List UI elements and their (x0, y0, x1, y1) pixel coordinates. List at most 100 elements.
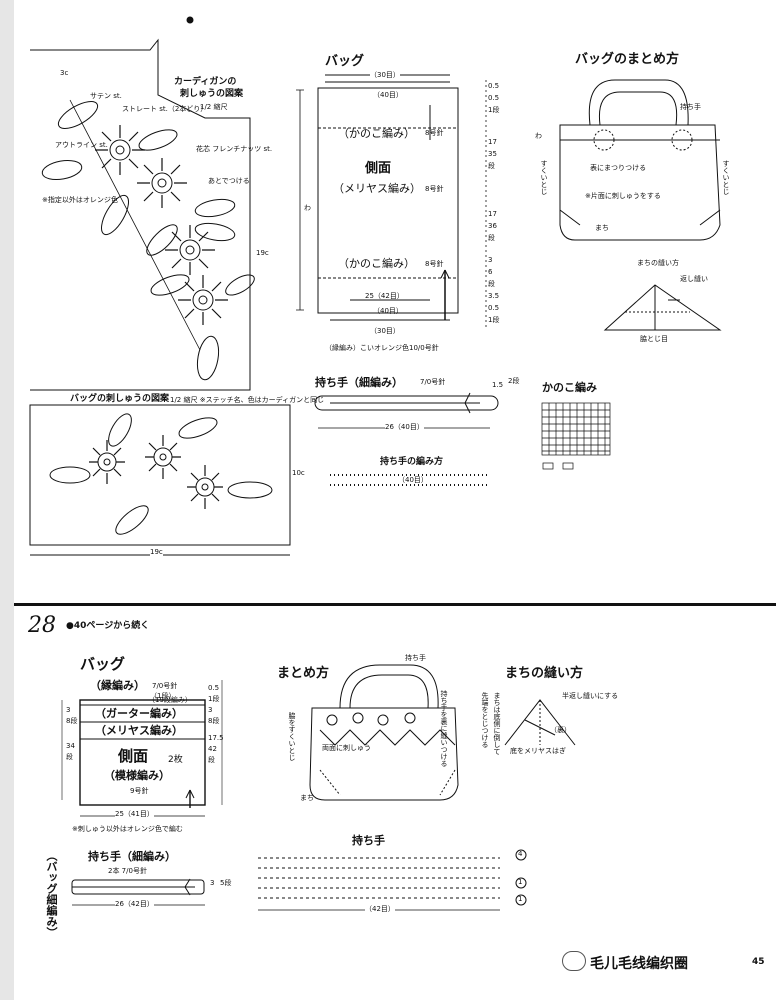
bag-section2: （かのこ編み） (338, 257, 415, 270)
flower-petals (95, 125, 228, 325)
handle-bottom-title: 持ち手（細編み） (88, 850, 176, 863)
cardigan-title-2: 刺しゅうの図案 (180, 89, 244, 99)
handle-diagram-title: 持ち手の編み方 (380, 457, 444, 467)
assembly-bottom-right: 持ち手を裏に縫いつける (440, 690, 448, 767)
bag-garter: （ガーター編み） (95, 707, 183, 720)
machi-note1: 返し縫い (680, 275, 708, 283)
bag-embroidery-frame (29, 404, 291, 546)
wechat-icon (562, 951, 586, 971)
machi-bottom-note3: 半返し縫いにする (562, 692, 619, 700)
bag-main: 側面 (365, 161, 392, 176)
handle-bottom-dim1: 3 (210, 879, 215, 887)
assembly-bottom-mid: 両面に刺しゅう (322, 744, 371, 752)
bag-second-width: （40目） (373, 91, 403, 99)
bag-count: 2枚 (168, 755, 183, 765)
page-number: 28 (28, 613, 56, 638)
bag-edge-rows: （1段） (150, 692, 176, 700)
bag-embroidery-title: バッグの刺しゅうの図案 (70, 394, 170, 404)
bag-title: バッグ (325, 54, 365, 69)
machi-bottom-note5: 底をメリヤスはぎ (510, 747, 566, 755)
bag-embroidery-note: 1/2 縮尺 ※ステッチ名、色はカーディガンと同じ (170, 396, 325, 404)
cardigan-scale: 1/2 縮尺 (200, 103, 228, 111)
bag-main-sub: （メリヤス編み） (333, 182, 421, 195)
machi-bottom-note1: まちは底側に倒して (493, 692, 501, 755)
bag-section2-needle: 8号針 (425, 260, 444, 268)
label-outline: アウトライン st. (55, 141, 108, 149)
assembly-bottom-left: 脇をすくいとじ (288, 712, 296, 761)
bag-section1: （かのこ編み） (338, 127, 415, 140)
bag-edge-needle: 7/0号針 (152, 682, 178, 690)
bag-garter-rows: （19段編み） (148, 696, 192, 704)
kanoko-grid (541, 402, 611, 470)
bag-yarn-note: （縁編み）こいオレンジ色10/0号針 (325, 344, 439, 352)
bag-main-bottom: 側面 (118, 747, 149, 765)
handle-diagram-w: （40目） (398, 476, 428, 484)
bag-bottom-w2: （30目） (370, 327, 400, 335)
marker-2: 1 (518, 878, 523, 886)
handle-bottom-dim2: 5段 (220, 879, 232, 887)
bag-embroidery-dim-bottom: 19c (150, 548, 163, 556)
bag-section1-needle: 8号針 (425, 129, 444, 137)
label-straight: ストレート st.（2本どり） (122, 105, 208, 113)
assembly-wa: わ (535, 132, 542, 140)
handle-chart-bottom (258, 849, 527, 911)
bag-wa: わ (304, 204, 311, 212)
assembly-handle: 持ち手 (680, 103, 701, 111)
handle-dim-w: 26（40目） (385, 423, 424, 431)
cardigan-title-1: カーディガンの (174, 77, 237, 87)
page-gutter (0, 0, 14, 1000)
label-satin: サテン st. (90, 92, 122, 100)
bag-diagram-top (296, 74, 487, 330)
bag-meriyasu: （メリヤス編み） (95, 724, 183, 737)
page-corner: 45 (752, 957, 765, 967)
machi-title-top: まちの縫い方 (637, 259, 679, 267)
assembly-left-note: すくいとじ (540, 160, 548, 195)
handle-dim-h: 1.5 (492, 381, 504, 389)
bag-bottom-title: バッグ (80, 655, 126, 673)
handle-chart-title: 持ち手 (352, 834, 385, 847)
watermark-text: 毛儿毛线编织圈 (590, 956, 688, 972)
assembly-right-note: すくいとじ (722, 160, 730, 195)
bag-note-bottom: ※刺しゅう以外はオレンジ色で編む (72, 825, 183, 833)
bag-bottom-w1: （40目） (373, 307, 403, 315)
bag-main-needle: 8号針 (425, 185, 444, 193)
machi-bottom-title: まちの縫い方 (505, 666, 584, 681)
dim-3c: 3c (60, 69, 69, 77)
handle-dim-rows: 2段 (508, 377, 520, 385)
kanoko-title: かのこ編み (542, 381, 597, 394)
machi-note2: 脇とじ目 (640, 335, 668, 343)
bag-top-width: （30目） (370, 71, 400, 79)
machi-bottom-note2: 先端をとじつける (481, 692, 489, 748)
machi-bottom-note4: （裏） (550, 726, 571, 734)
machi-diagram-bottom (504, 699, 576, 746)
handle-title: 持ち手（細編み） (315, 376, 403, 389)
bag-diagram-bottom (61, 680, 223, 817)
cardigan-outline (30, 38, 251, 391)
continued-note: ●40ページから続く (66, 621, 150, 631)
bag-edge: （縁編み） (90, 679, 145, 692)
bullet-dot (186, 16, 194, 24)
bag-assembly-top (559, 79, 722, 331)
handle-bottom-sub: 2本 7/0号針 (108, 867, 147, 875)
assembly-machi: まち (595, 224, 609, 232)
handle-bottom-width: 26（42目） (115, 900, 154, 908)
assembly-bottom-machi: まち (300, 794, 314, 802)
assembly-title: バッグのまとめ方 (575, 52, 680, 67)
marker-1: 4 (518, 850, 523, 858)
assembly-mid-note2: ※片面に刺しゅうをする (585, 192, 661, 200)
bag-assembly-bottom (309, 664, 459, 801)
cardigan-flowers (109, 139, 214, 311)
cardigan-note: ※指定以外はオレンジ色 (42, 196, 118, 204)
bag-needle-bottom: 9号針 (130, 787, 149, 795)
assembly-mid-note1: 表にまつりつける (590, 164, 647, 172)
label-french: 花芯 フレンチナッツ st. (196, 145, 273, 153)
assembly-bottom-handle: 持ち手 (405, 654, 426, 662)
bag-width-bottom: 25（41目） (115, 810, 154, 818)
marker-3: 1 (518, 895, 523, 903)
section-divider (14, 604, 776, 606)
bag-embroidery-dim-side: 10c (292, 469, 305, 477)
bag-pattern: （模様編み） (104, 769, 170, 782)
